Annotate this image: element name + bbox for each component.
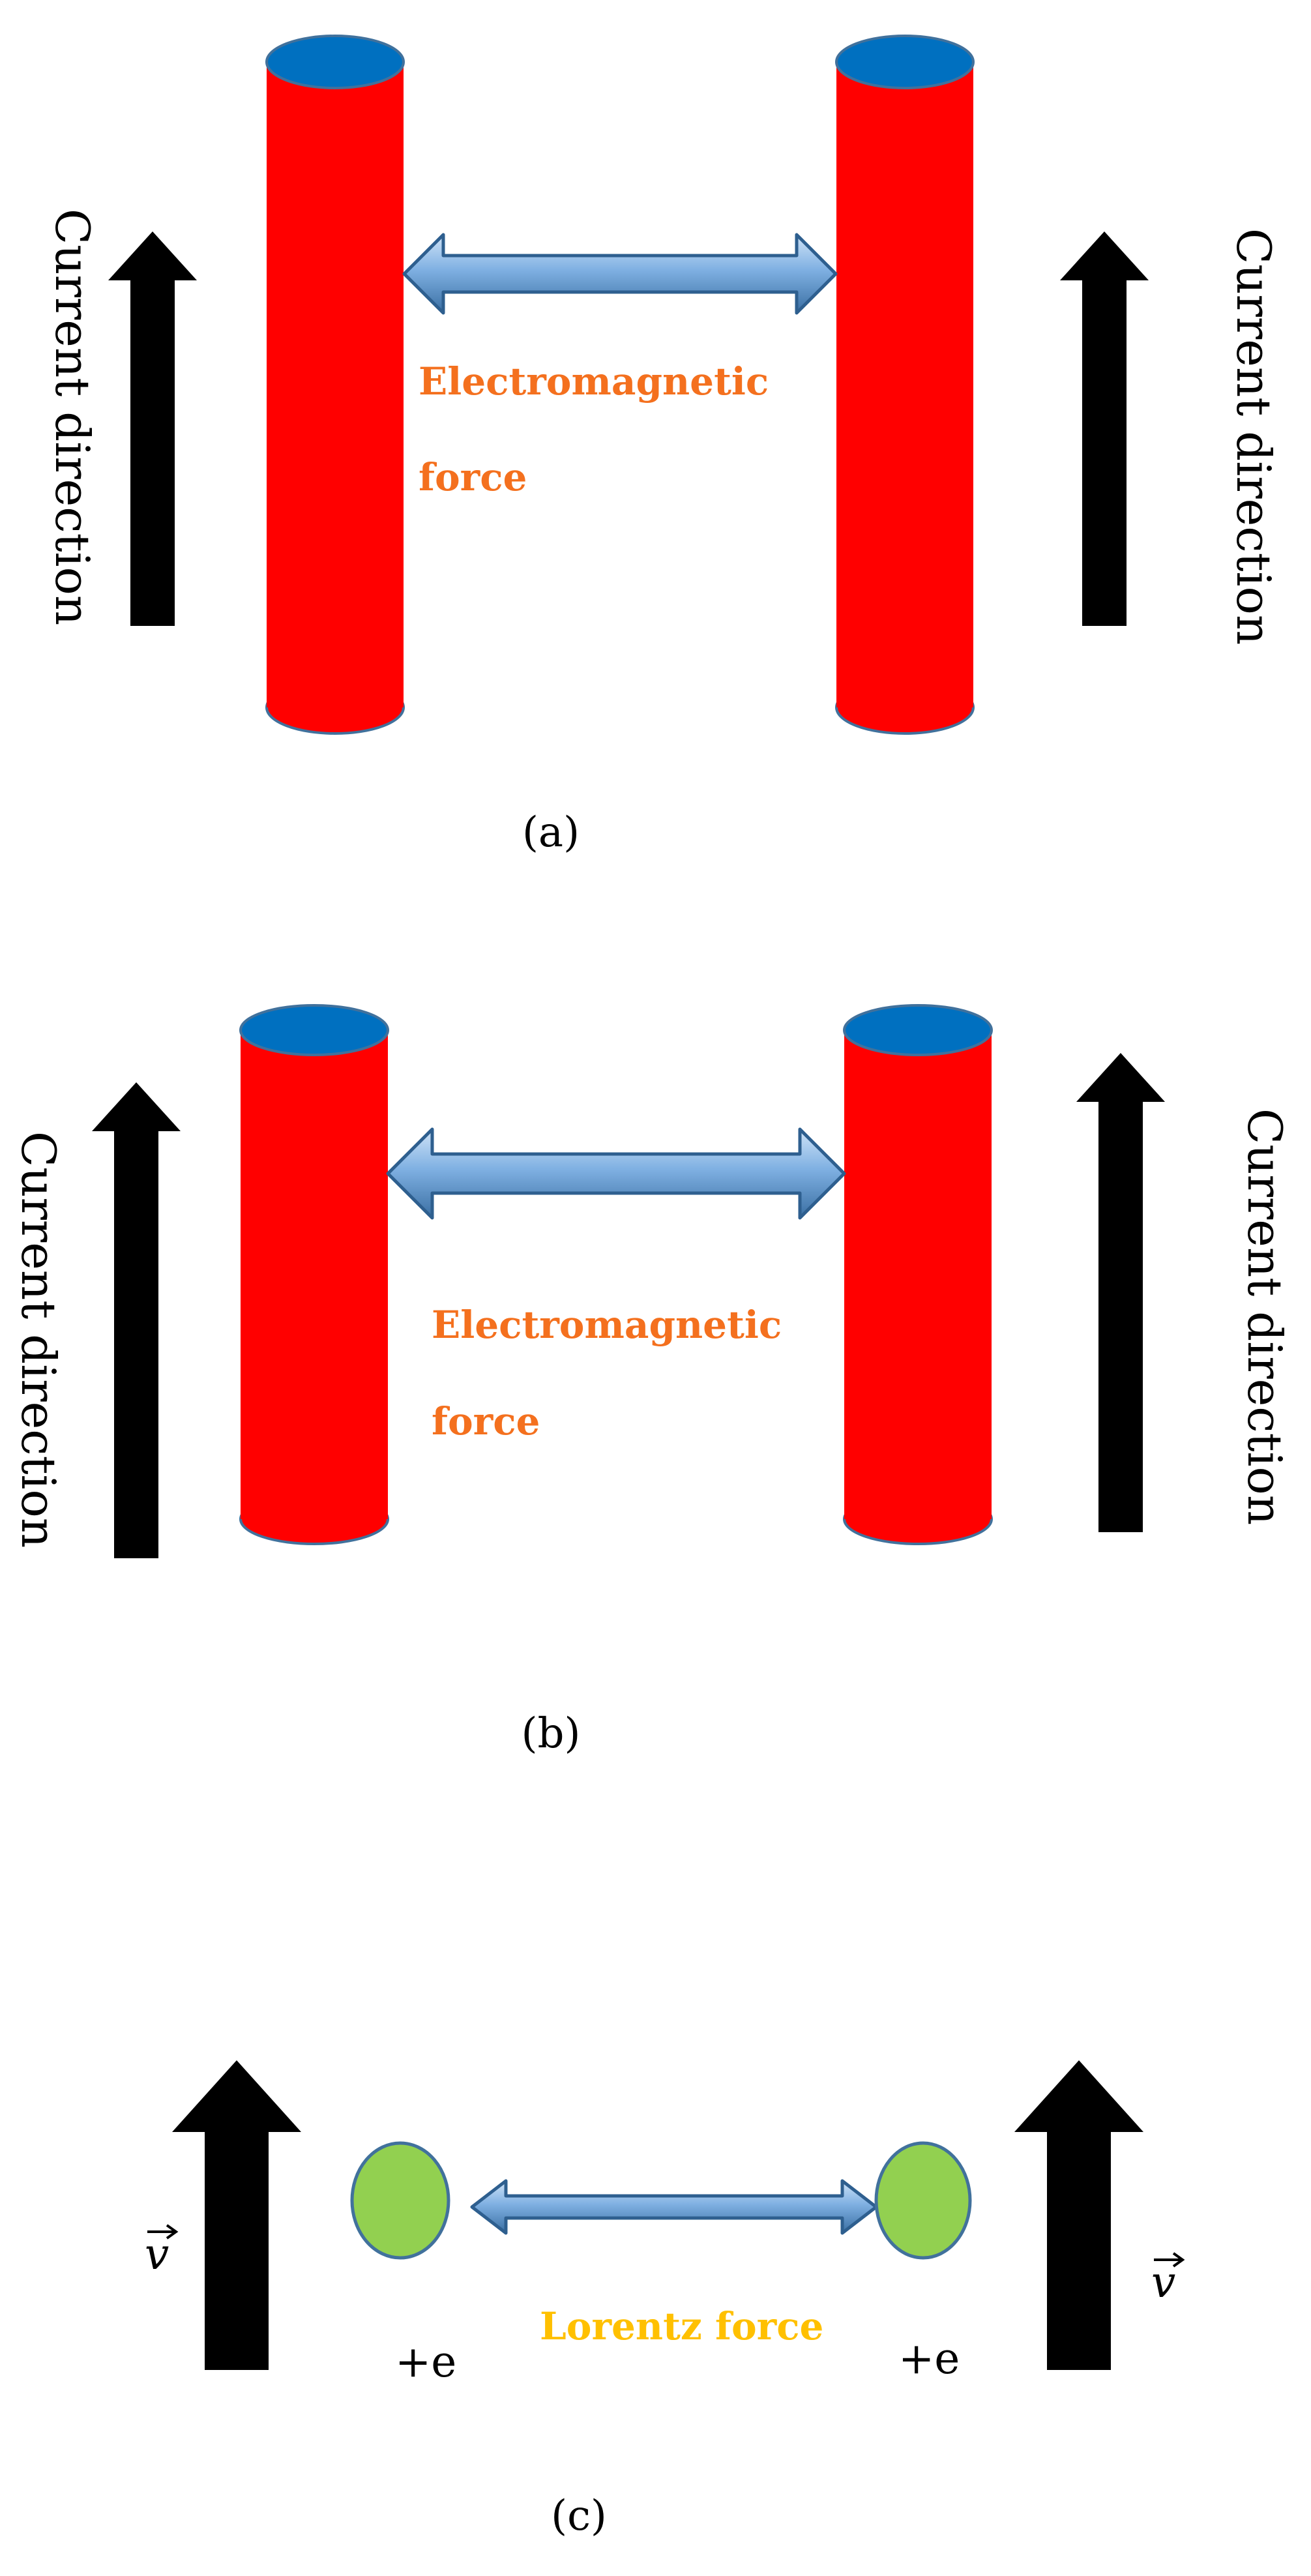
current-direction-label-left-a: Current direction (45, 209, 100, 625)
force-label-line2-a: force (419, 455, 527, 499)
conductor-left-a (265, 35, 405, 735)
current-direction-label-right-b: Current direction (1237, 1108, 1292, 1525)
panel-label-c: (c) (551, 2492, 607, 2540)
force-label-line2-b: force (432, 1399, 540, 1443)
velocity-label-left-c: v (145, 2224, 179, 2279)
svg-text:v: v (1151, 2257, 1175, 2307)
conductor-right-b (843, 1004, 993, 1545)
force-double-arrow-b (386, 1127, 846, 1220)
velocity-arrow-left-c (172, 2060, 301, 2370)
charge-label-right-c: +e (898, 2333, 960, 2384)
current-direction-label-left-b: Current direction (11, 1131, 66, 1548)
velocity-label-right-c: v (1151, 2252, 1185, 2307)
conductor-cap-left-a (265, 35, 405, 89)
panel-b: Current direction Electromagnetic force … (11, 1004, 1292, 1758)
panel-a: Current direction Electromagnetic force … (45, 35, 1281, 857)
svg-text:v: v (145, 2229, 169, 2279)
lorentz-force-label-c: Lorentz force (540, 2304, 823, 2348)
current-arrow-left-b (92, 1082, 181, 1558)
conductor-cap-left-b (239, 1004, 389, 1056)
force-label-line1-a: Electromagnetic (419, 359, 769, 404)
vector-arrow-mark-right-c (1154, 2252, 1185, 2268)
current-direction-label-right-a: Current direction (1226, 228, 1281, 645)
velocity-arrow-right-c (1014, 2060, 1143, 2370)
lorentz-force-double-arrow-c (470, 2179, 878, 2235)
charge-right-c (874, 2141, 972, 2260)
current-arrow-right-a (1060, 231, 1149, 626)
panel-label-a: (a) (522, 808, 580, 857)
charge-left-c (350, 2141, 450, 2260)
conductor-right-a (835, 35, 975, 735)
vector-arrow-mark-left-c (147, 2224, 179, 2240)
conductor-left-b (239, 1004, 389, 1545)
current-arrow-right-b (1076, 1053, 1165, 1532)
force-label-line1-b: Electromagnetic (432, 1303, 782, 1347)
force-double-arrow-a (402, 233, 838, 315)
panel-label-b: (b) (522, 1710, 581, 1758)
current-arrow-left-a (108, 231, 197, 626)
conductor-cap-right-b (843, 1004, 993, 1056)
charge-label-left-c: +e (395, 2337, 456, 2387)
conductor-cap-right-a (835, 35, 975, 89)
panel-c: v +e Lorentz force +e v (c) (145, 2060, 1185, 2540)
